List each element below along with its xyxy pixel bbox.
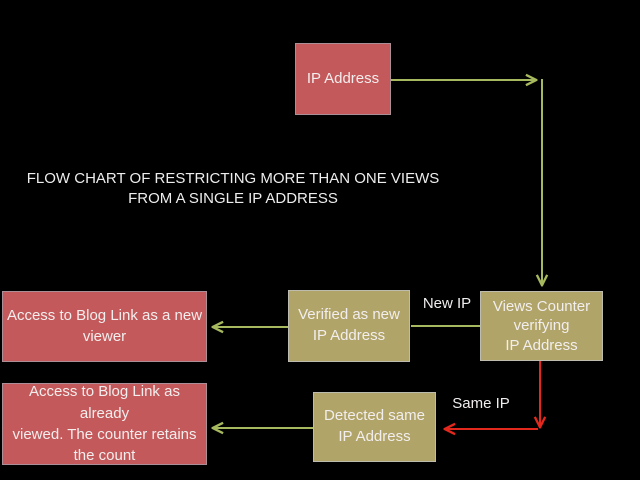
slide-title: FLOW CHART OF RESTRICTING MORE THAN ONE … <box>26 170 440 207</box>
node-ip-address: IP Address <box>295 43 391 115</box>
node-access-new-viewer: Access to Blog Link as a new viewer <box>2 291 207 362</box>
node-access-already-viewed: Access to Blog Link as already viewed. T… <box>2 383 207 465</box>
node-verified-new-ip: Verified as new IP Address <box>288 290 410 362</box>
node-detected-same-ip: Detected same IP Address <box>313 392 436 462</box>
edge-label-same-ip: Same IP <box>452 395 510 412</box>
node-views-counter: Views Counter verifying IP Address <box>480 291 603 361</box>
edge-label-new-ip: New IP <box>422 295 472 312</box>
